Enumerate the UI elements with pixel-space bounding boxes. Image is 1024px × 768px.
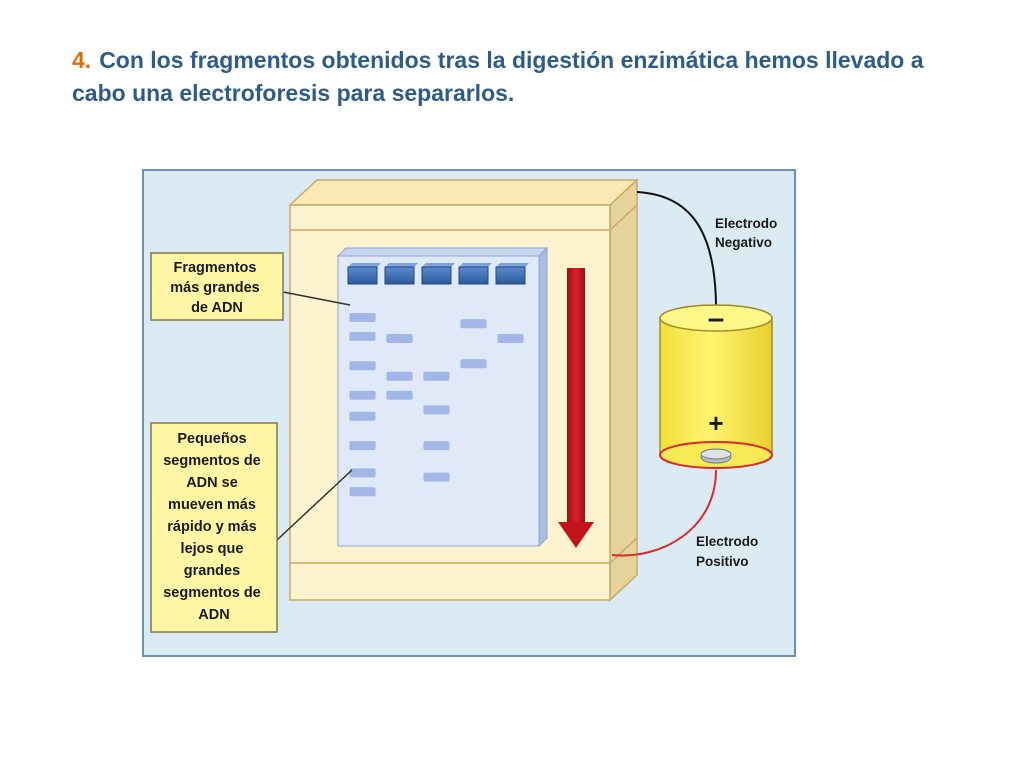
battery-minus-sign: – bbox=[708, 302, 725, 335]
gel-lanes bbox=[347, 263, 529, 497]
label-small-line-1: Pequeños bbox=[177, 431, 246, 447]
dna-band bbox=[386, 390, 413, 400]
dna-band bbox=[349, 468, 376, 478]
dna-band bbox=[349, 487, 376, 497]
dna-band bbox=[386, 371, 413, 381]
dna-band bbox=[349, 441, 376, 451]
label-small-line-2: segmentos de bbox=[163, 453, 261, 469]
negative-wire bbox=[636, 191, 717, 306]
dna-band bbox=[349, 331, 376, 341]
positive-wire bbox=[611, 469, 717, 557]
label-small-line-5: rápido y más bbox=[167, 519, 256, 535]
dna-band bbox=[349, 313, 376, 322]
label-small-line-9: ADN bbox=[198, 607, 229, 623]
label-large-fragments: Fragmentos más grandes de ADN bbox=[150, 252, 284, 321]
label-small-line-6: lejos que bbox=[181, 541, 244, 557]
positive-line-1: Electrodo bbox=[696, 534, 758, 549]
dna-band bbox=[349, 390, 376, 400]
label-small-line-3: ADN se bbox=[186, 475, 238, 491]
label-large-line-1: Fragmentos bbox=[173, 260, 256, 276]
label-negative-electrode: Electrodo Negativo bbox=[715, 216, 781, 250]
gel-well bbox=[347, 266, 378, 285]
well-top bbox=[422, 263, 455, 267]
pointer-large-fragments bbox=[282, 291, 351, 306]
gel-slab bbox=[336, 246, 549, 548]
label-small-line-4: mueven más bbox=[168, 497, 256, 513]
gel-well bbox=[495, 266, 526, 285]
battery-plus-sign: + bbox=[708, 408, 723, 438]
migration-arrow bbox=[558, 268, 594, 548]
gel-well bbox=[421, 266, 452, 285]
gel-well bbox=[458, 266, 489, 285]
label-small-segments: Pequeños segmentos de ADN se mueven más … bbox=[150, 422, 278, 633]
dna-band bbox=[349, 361, 376, 371]
step-number: 4. bbox=[72, 47, 92, 73]
well-top bbox=[496, 263, 529, 267]
dna-band bbox=[423, 371, 450, 381]
positive-line-2: Positivo bbox=[696, 554, 749, 569]
dna-band bbox=[423, 405, 450, 415]
dna-band bbox=[386, 334, 413, 343]
slide-heading: 4.Con los fragmentos obtenidos tras la d… bbox=[72, 44, 932, 110]
dna-band bbox=[423, 441, 450, 451]
negative-line-2: Negativo bbox=[715, 235, 772, 250]
svg-text:Pequeños segmentos de: Pequeños segmentos de ADN se mueven más … bbox=[163, 431, 265, 623]
dna-band bbox=[423, 472, 450, 482]
label-positive-electrode: Electrodo Positivo bbox=[696, 534, 762, 569]
dna-band bbox=[349, 411, 376, 421]
dna-band bbox=[497, 334, 524, 343]
label-small-line-8: segmentos de bbox=[163, 585, 261, 601]
label-large-line-2: más grandes bbox=[170, 280, 259, 296]
well-top bbox=[385, 263, 418, 267]
negative-line-1: Electrodo bbox=[715, 216, 777, 231]
well-top bbox=[459, 263, 492, 267]
well-top bbox=[348, 263, 381, 267]
battery: – + bbox=[659, 302, 773, 469]
label-large-line-3: de ADN bbox=[191, 300, 243, 316]
gel-well bbox=[384, 266, 415, 285]
dna-band bbox=[460, 319, 487, 329]
label-small-line-7: grandes bbox=[184, 563, 240, 579]
heading-text: Con los fragmentos obtenidos tras la dig… bbox=[72, 47, 924, 106]
dna-band bbox=[460, 359, 487, 369]
svg-text:Fragmentos más grandes: Fragmentos más grandes de ADN bbox=[170, 260, 264, 316]
pointer-small-segments bbox=[276, 469, 353, 541]
